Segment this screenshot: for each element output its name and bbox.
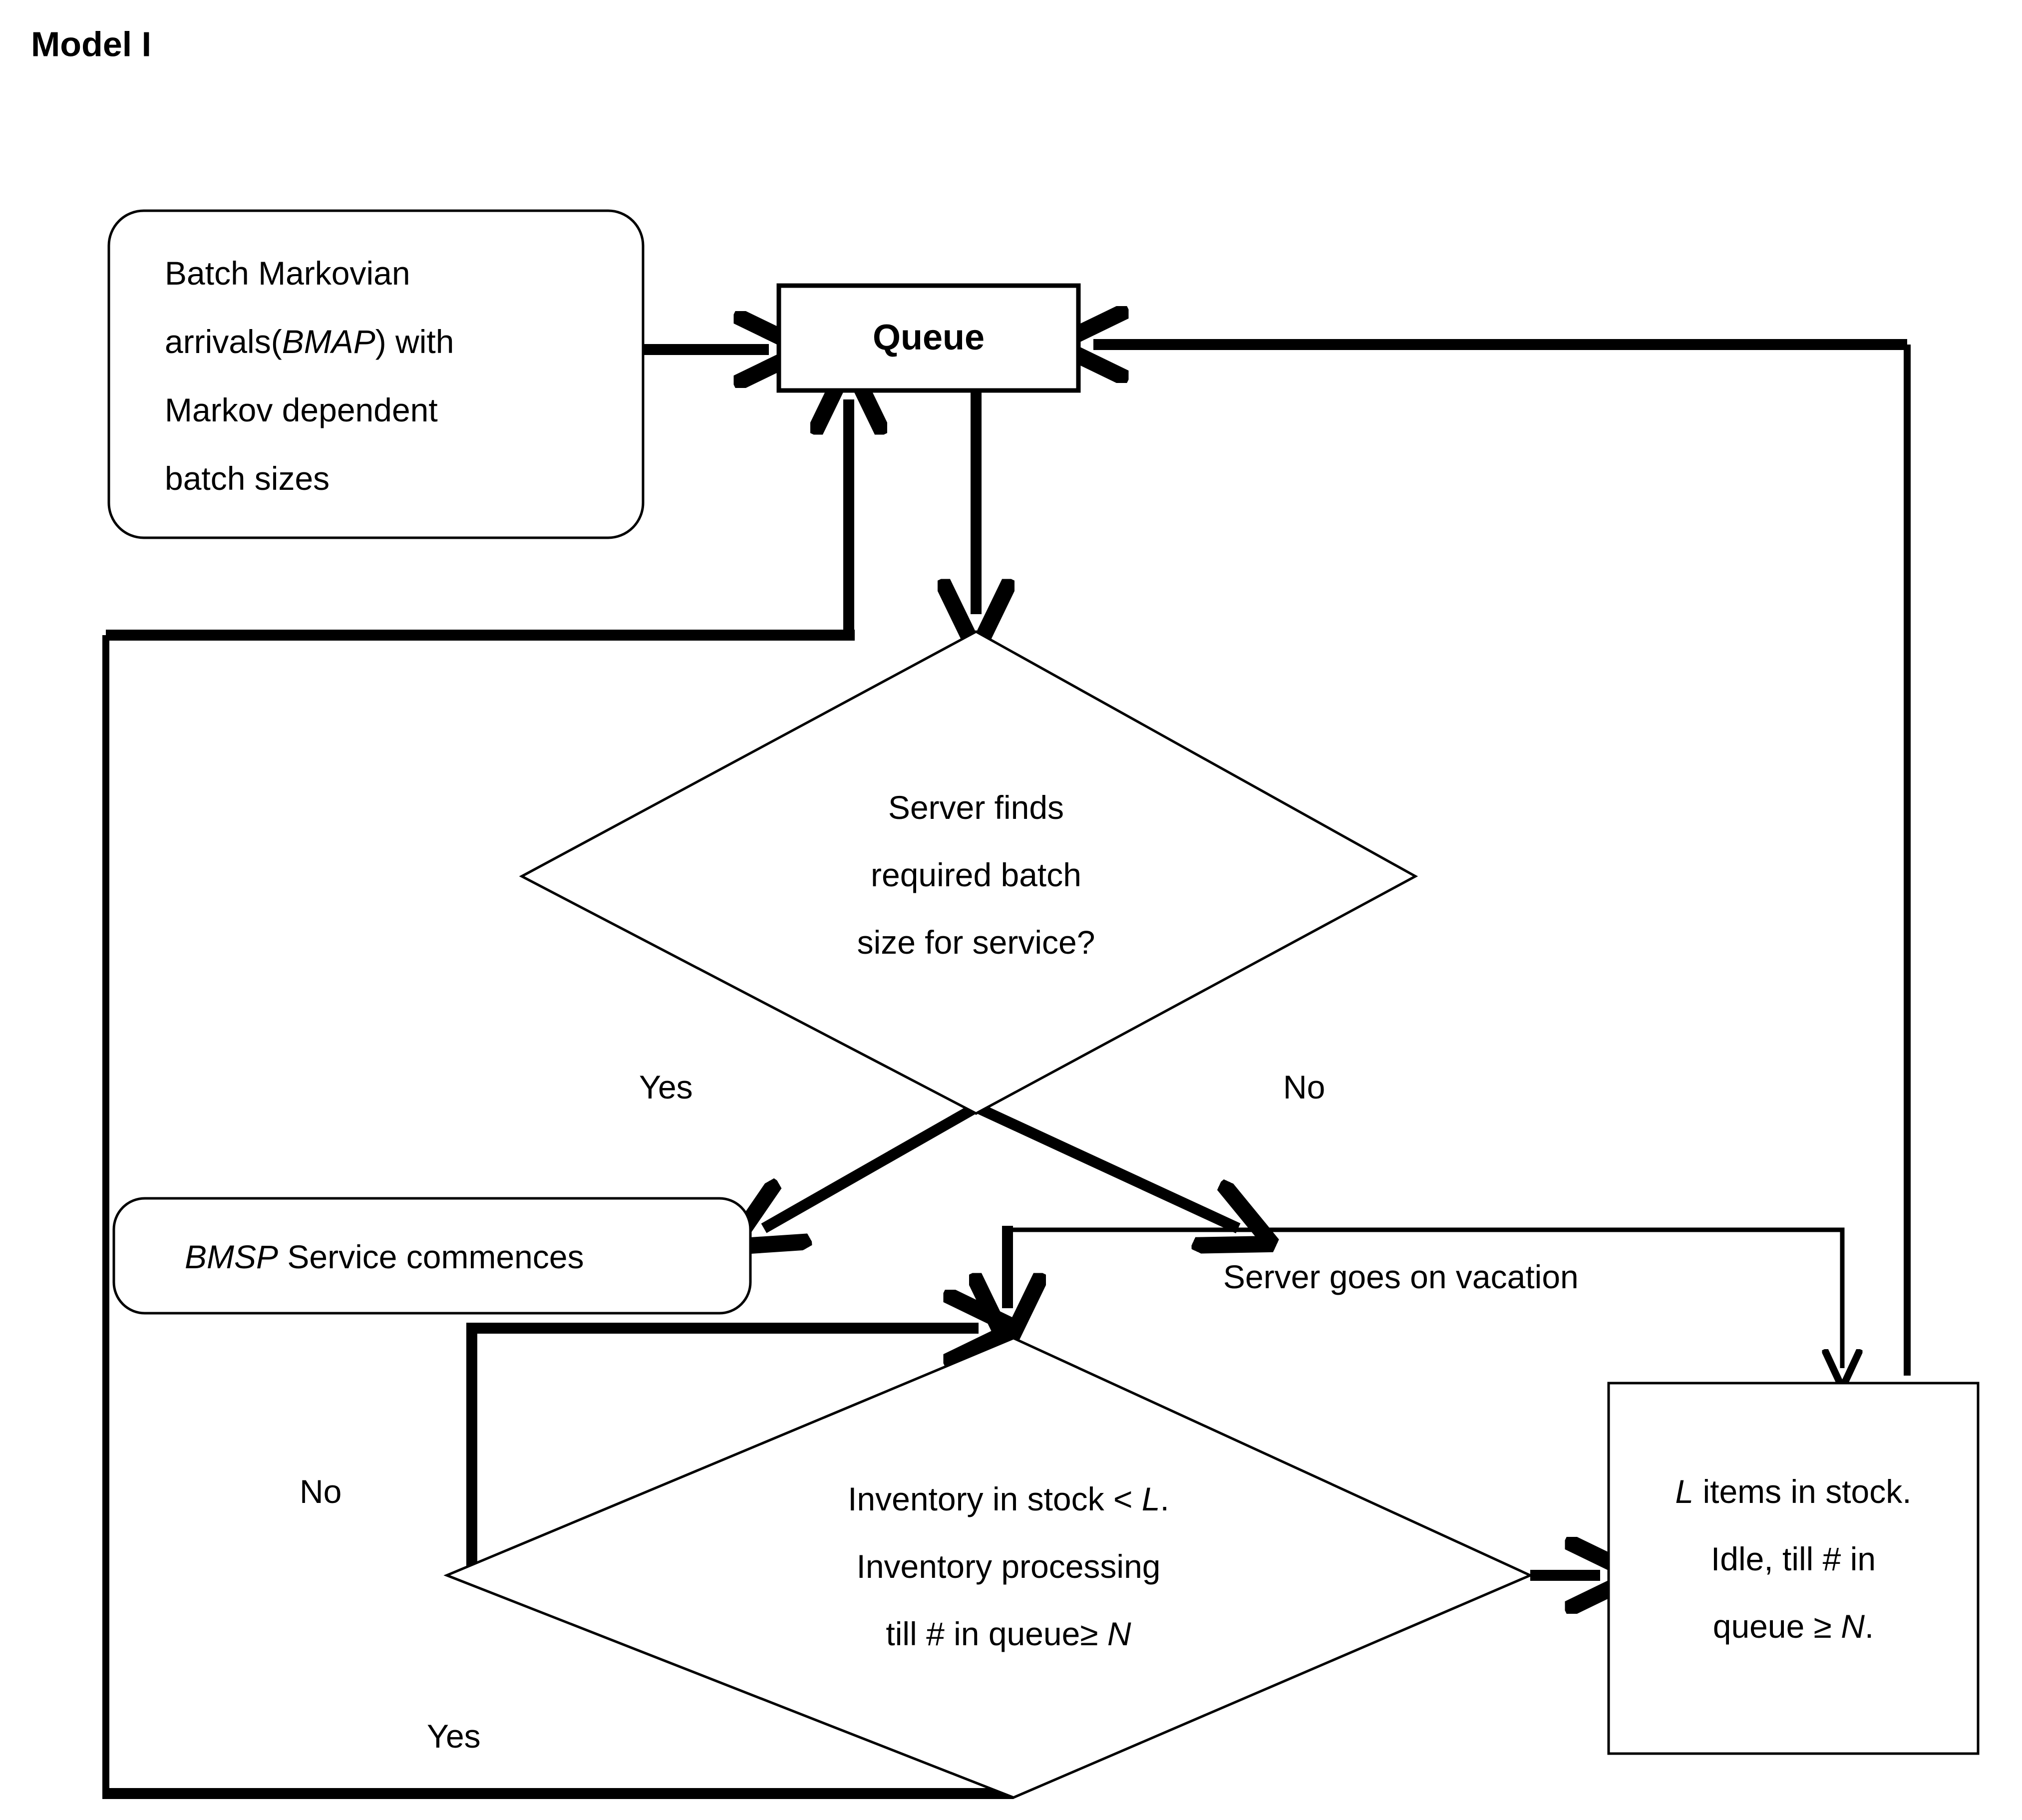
idle-line-2: queue ≥ N.: [1713, 1608, 1874, 1645]
arrivals-line-3: batch sizes: [165, 460, 330, 497]
decision-inventory-line-1: Inventory processing: [857, 1548, 1161, 1585]
edge-label-vacation: Server goes on vacation: [1223, 1258, 1579, 1295]
decision-batch-line-1: required batch: [871, 856, 1081, 893]
decision-batch-line-0: Server finds: [888, 789, 1064, 826]
edge-label-no-batch: No: [1283, 1069, 1325, 1105]
arrivals-line-1: arrivals(BMAP) with: [165, 323, 454, 360]
edge-decision-inventory-no-loop: [466, 1328, 979, 1575]
edge-label-yes-batch: Yes: [639, 1069, 693, 1105]
queue-box[interactable]: [776, 283, 1081, 393]
idle-line-0: L items in stock.: [1675, 1473, 1911, 1510]
decision-inventory-line-0: Inventory in stock < L.: [848, 1480, 1169, 1517]
edge-label-yes-inventory: Yes: [427, 1718, 481, 1755]
edge-decision-batch-no: [971, 1101, 1238, 1228]
queue-label: Queue: [873, 318, 985, 358]
edge-no-to-idle-box: [1004, 1227, 1842, 1368]
edge-label-no-inventory: No: [300, 1473, 341, 1510]
arrivals-line-2: Markov dependent: [165, 391, 438, 428]
decision-inventory-line-2: till # in queue≥ N: [886, 1615, 1131, 1652]
bmsp-service-box[interactable]: [112, 1197, 752, 1315]
batch-arrivals-box[interactable]: [107, 209, 645, 539]
edge-decision-batch-yes: [764, 1101, 982, 1228]
decision-batch-line-2: size for service?: [857, 924, 1095, 961]
idle-stock-box[interactable]: [1607, 1382, 1980, 1755]
service-label: BMSP Service commences: [185, 1238, 584, 1275]
idle-line-1: Idle, till # in: [1711, 1540, 1876, 1577]
decision-batch-size[interactable]: [519, 630, 1418, 1115]
page-title: Model I: [31, 24, 151, 63]
decision-inventory[interactable]: [443, 1337, 1534, 1799]
arrivals-line-0: Batch Markovian: [165, 255, 410, 292]
